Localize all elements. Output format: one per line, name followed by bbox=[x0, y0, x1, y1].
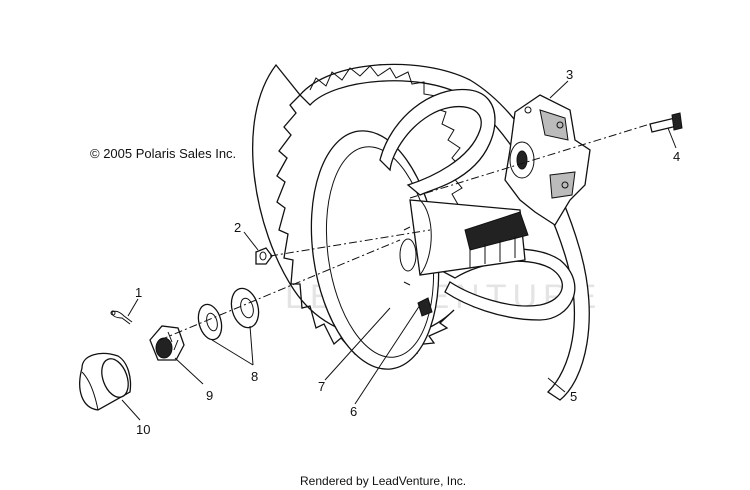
callout-4: 4 bbox=[673, 149, 680, 164]
copyright-text: © 2005 Polaris Sales Inc. bbox=[90, 146, 236, 161]
footer-text: Rendered by LeadVenture, Inc. bbox=[300, 474, 466, 488]
dust-cap bbox=[79, 352, 132, 411]
callout-6: 6 bbox=[350, 404, 357, 419]
bolt bbox=[649, 112, 683, 133]
washers bbox=[197, 287, 260, 341]
wheel-rim bbox=[310, 88, 576, 370]
cotter-pin bbox=[110, 310, 133, 325]
callout-10: 10 bbox=[136, 422, 150, 437]
lug-nut bbox=[255, 247, 273, 265]
assembly-axis bbox=[159, 123, 651, 341]
leader-lines bbox=[121, 80, 677, 421]
callout-8: 8 bbox=[251, 369, 258, 384]
callout-5: 5 bbox=[570, 389, 577, 404]
hub bbox=[504, 94, 591, 226]
castle-nut bbox=[149, 325, 185, 361]
callout-7: 7 bbox=[318, 379, 325, 394]
callout-9: 9 bbox=[206, 388, 213, 403]
callout-3: 3 bbox=[566, 67, 573, 82]
callout-2: 2 bbox=[234, 220, 241, 235]
callout-1: 1 bbox=[135, 285, 142, 300]
